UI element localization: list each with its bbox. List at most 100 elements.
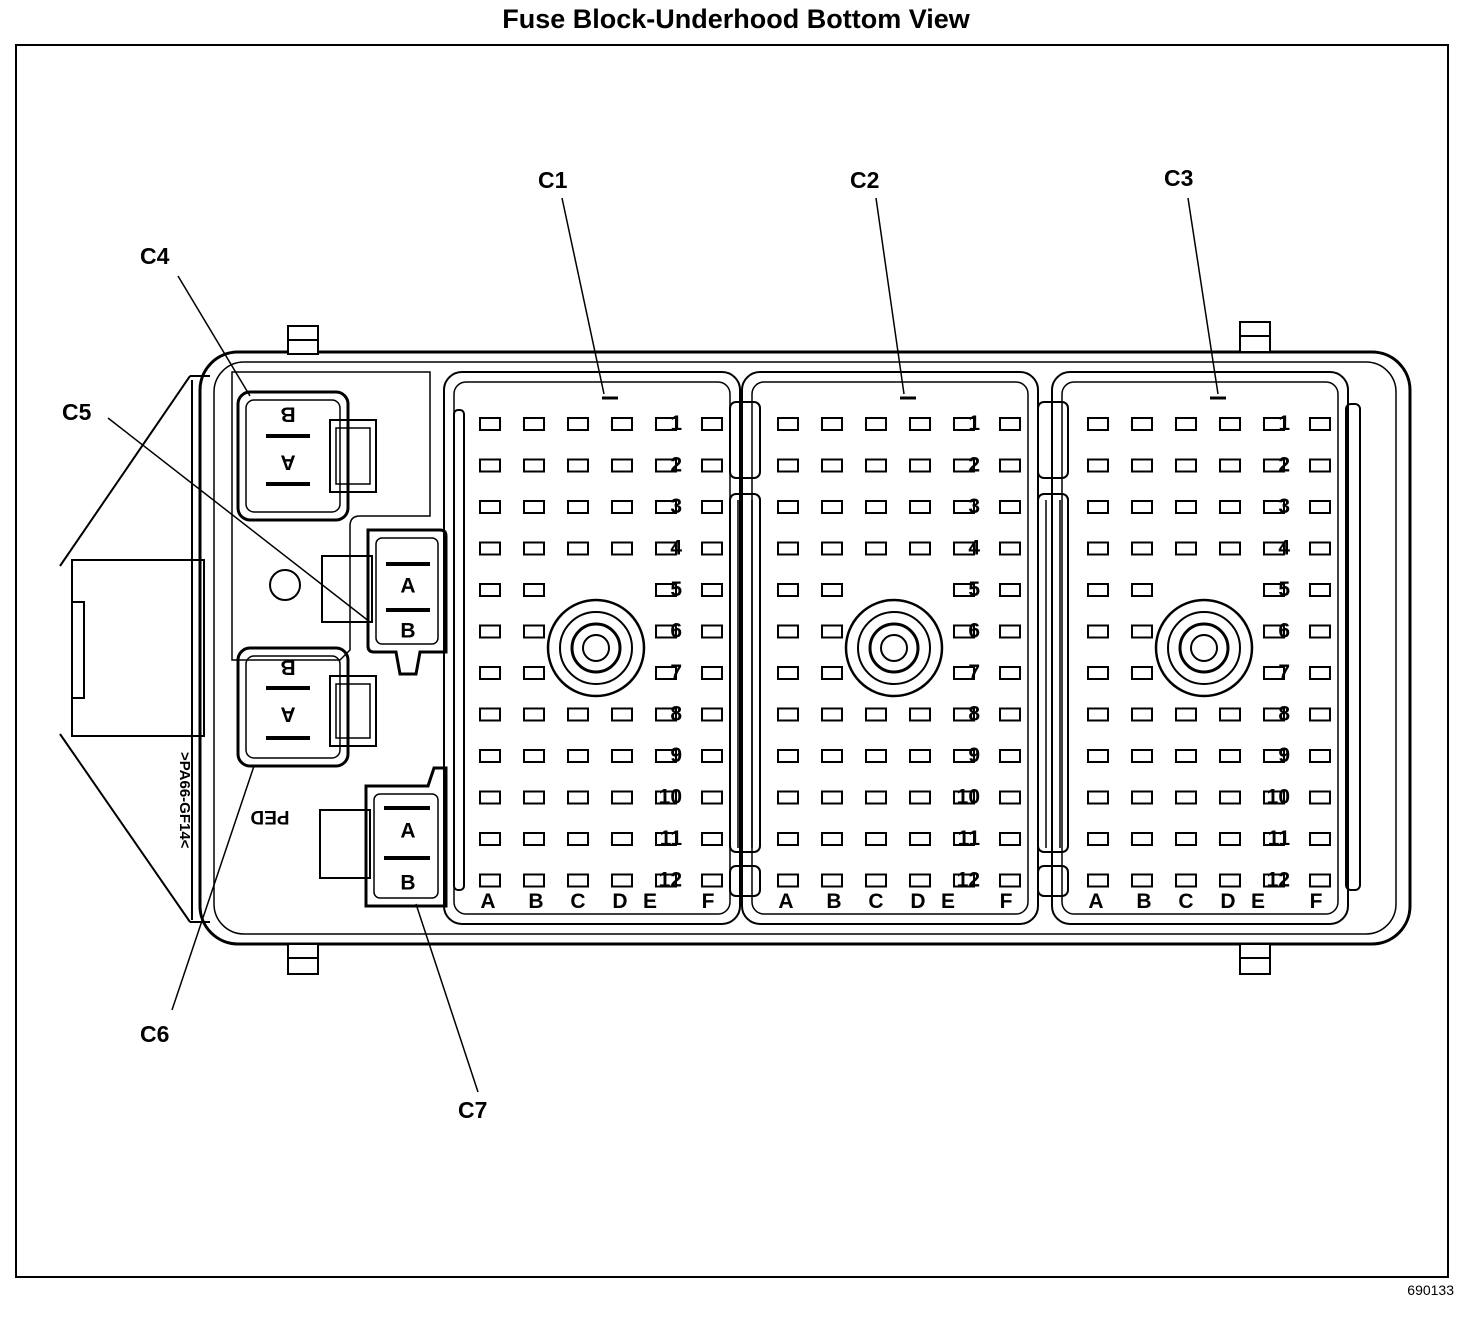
connector-cavity: [821, 707, 843, 722]
connector-cavity: [865, 500, 887, 514]
row-number: 9: [968, 744, 980, 767]
row-number: 8: [670, 703, 682, 726]
connector-cavity: [567, 707, 589, 722]
connector-cavity: [701, 624, 723, 639]
connector-cavity: [1175, 790, 1197, 805]
connector-cavity: [999, 624, 1021, 639]
mounting-bolt-hole: [582, 634, 610, 662]
c4-cavity-b: B: [280, 402, 295, 425]
column-letter: A: [778, 890, 793, 913]
latch-left-bar: [453, 409, 465, 891]
connector-cavity: [479, 832, 501, 846]
latch-right-bar: [1345, 403, 1361, 891]
connector-cavity: [777, 458, 799, 473]
connector-cavity: [1131, 749, 1153, 763]
row-number: 7: [670, 661, 682, 684]
connector-cavity: [821, 832, 843, 846]
connector-cavity: [865, 458, 887, 473]
connector-cavity: [953, 624, 975, 639]
connector-cavity: [953, 707, 975, 722]
connector-cavity: [953, 666, 975, 680]
connector-cavity: [777, 832, 799, 846]
connector-cavity: [701, 458, 723, 473]
connector-cavity: [1175, 458, 1197, 473]
connector-cavity: [1309, 873, 1331, 888]
connector-c6: [236, 646, 377, 768]
connector-cavity: [567, 417, 589, 431]
column-letter: B: [528, 890, 543, 913]
column-letter: C: [570, 890, 585, 913]
mounting-bolt-head: [1178, 622, 1230, 674]
connector-cavity: [701, 790, 723, 805]
connector-cavity: [1175, 873, 1197, 888]
connector-c4: [236, 390, 377, 522]
connector-cavity: [655, 707, 677, 722]
connector-cavity: [479, 749, 501, 763]
c5-cavity-b: B: [400, 620, 415, 643]
connector-cavity: [523, 707, 545, 722]
row-number: 10: [659, 786, 682, 809]
connector-cavity: [1309, 790, 1331, 805]
connector-cavity: [821, 749, 843, 763]
connector-cavity: [479, 790, 501, 805]
connector-cavity: [865, 790, 887, 805]
connector-cavity: [909, 873, 931, 888]
column-letter: E: [643, 890, 657, 913]
connector-c7: [319, 766, 448, 908]
connector-cavity: [1087, 541, 1109, 556]
connector-cavity: [1087, 500, 1109, 514]
connector-cavity: [611, 873, 633, 888]
connector-cavity: [655, 500, 677, 514]
connector-c5: [321, 528, 448, 676]
connector-cavity: [701, 417, 723, 431]
column-letter: B: [826, 890, 841, 913]
figure-id: 690133: [1407, 1282, 1454, 1298]
fuse-block-housing: [198, 350, 1412, 946]
label-c6: C6: [140, 1021, 169, 1047]
connector-cavity: [953, 832, 975, 846]
connector-cavity: [777, 749, 799, 763]
connector-cavity: [777, 500, 799, 514]
connector-cavity: [1263, 417, 1285, 431]
connector-cavity: [1309, 417, 1331, 431]
mounting-bolt-hole: [1190, 634, 1218, 662]
column-letter: E: [941, 890, 955, 913]
connector-cavity: [567, 790, 589, 805]
connector-cavity: [909, 832, 931, 846]
connector-cavity: [701, 832, 723, 846]
material-marking: >PA66-GF14<: [176, 752, 193, 849]
column-letter: A: [480, 890, 495, 913]
connector-cavity: [1219, 500, 1241, 514]
connector-cavity: [655, 666, 677, 680]
connector-cavity: [1131, 583, 1153, 597]
connector-cavity: [611, 541, 633, 556]
connector-cavity: [1131, 832, 1153, 846]
connector-cavity: [1309, 749, 1331, 763]
latch-lower: [1037, 865, 1069, 897]
connector-cavity: [999, 749, 1021, 763]
connector-cavity: [611, 749, 633, 763]
latch-lower: [729, 865, 761, 897]
connector-cavity: [567, 873, 589, 888]
connector-cavity: [1087, 749, 1109, 763]
row-number: 9: [1278, 744, 1290, 767]
row-number: 9: [670, 744, 682, 767]
connector-cavity: [523, 832, 545, 846]
connector-cavity: [1131, 790, 1153, 805]
connector-cavity: [999, 832, 1021, 846]
connector-cavity: [1087, 832, 1109, 846]
column-letter: F: [1310, 890, 1323, 913]
row-number: 4: [670, 537, 682, 560]
connector-cavity: [655, 790, 677, 805]
column-letter: C: [868, 890, 883, 913]
c4-cavity-a: A: [280, 450, 295, 473]
c6-cavity-a: A: [280, 702, 295, 725]
connector-cavity: [1309, 832, 1331, 846]
connector-cavity: [479, 666, 501, 680]
row-number: 5: [670, 578, 682, 601]
row-number: 10: [1267, 786, 1290, 809]
connector-cavity: [1087, 417, 1109, 431]
side-mount-bracket: [59, 375, 210, 923]
connector-cavity: [611, 458, 633, 473]
